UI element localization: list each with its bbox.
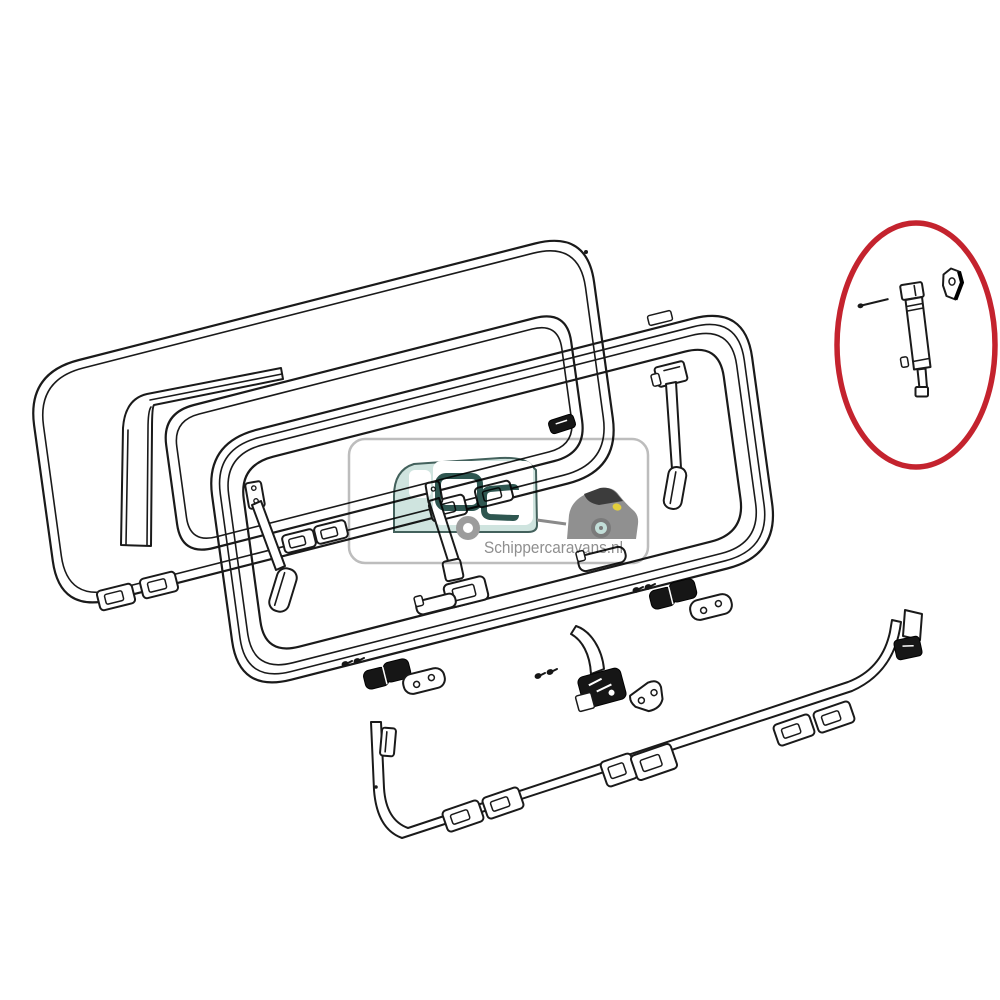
highlight-group xyxy=(834,220,998,470)
bottom-rail xyxy=(370,609,923,839)
small-dark-clip xyxy=(548,413,576,435)
right-stay xyxy=(650,360,689,510)
screws xyxy=(341,583,656,679)
latch-block-left xyxy=(363,658,412,690)
keeper-plate xyxy=(629,680,664,713)
watermark: Schippercaravans.nl xyxy=(347,437,650,565)
caravan-logo-icon xyxy=(393,456,639,540)
latch-block-right xyxy=(649,578,698,610)
outer-frame xyxy=(32,239,615,604)
gas-strut xyxy=(899,281,932,398)
strut-clip xyxy=(942,267,965,301)
top-edge-bump xyxy=(646,309,674,327)
rail-end-clip-right xyxy=(893,609,923,661)
highlight-ellipse xyxy=(834,220,998,470)
mounting-plate-left xyxy=(402,667,446,695)
mounting-plate-right xyxy=(689,593,733,621)
inner-window-frame xyxy=(210,309,775,684)
seal-strip xyxy=(120,367,284,547)
pin-dot xyxy=(584,250,588,254)
screw-pin xyxy=(857,298,889,309)
left-stay xyxy=(244,480,298,613)
sill-clips xyxy=(413,545,627,616)
car-icon xyxy=(567,487,639,539)
rail-end-clip-left xyxy=(379,726,397,758)
watermark-box xyxy=(347,437,650,565)
latch-lever xyxy=(570,625,627,713)
watermark-text: Schippercaravans.nl xyxy=(484,539,623,557)
